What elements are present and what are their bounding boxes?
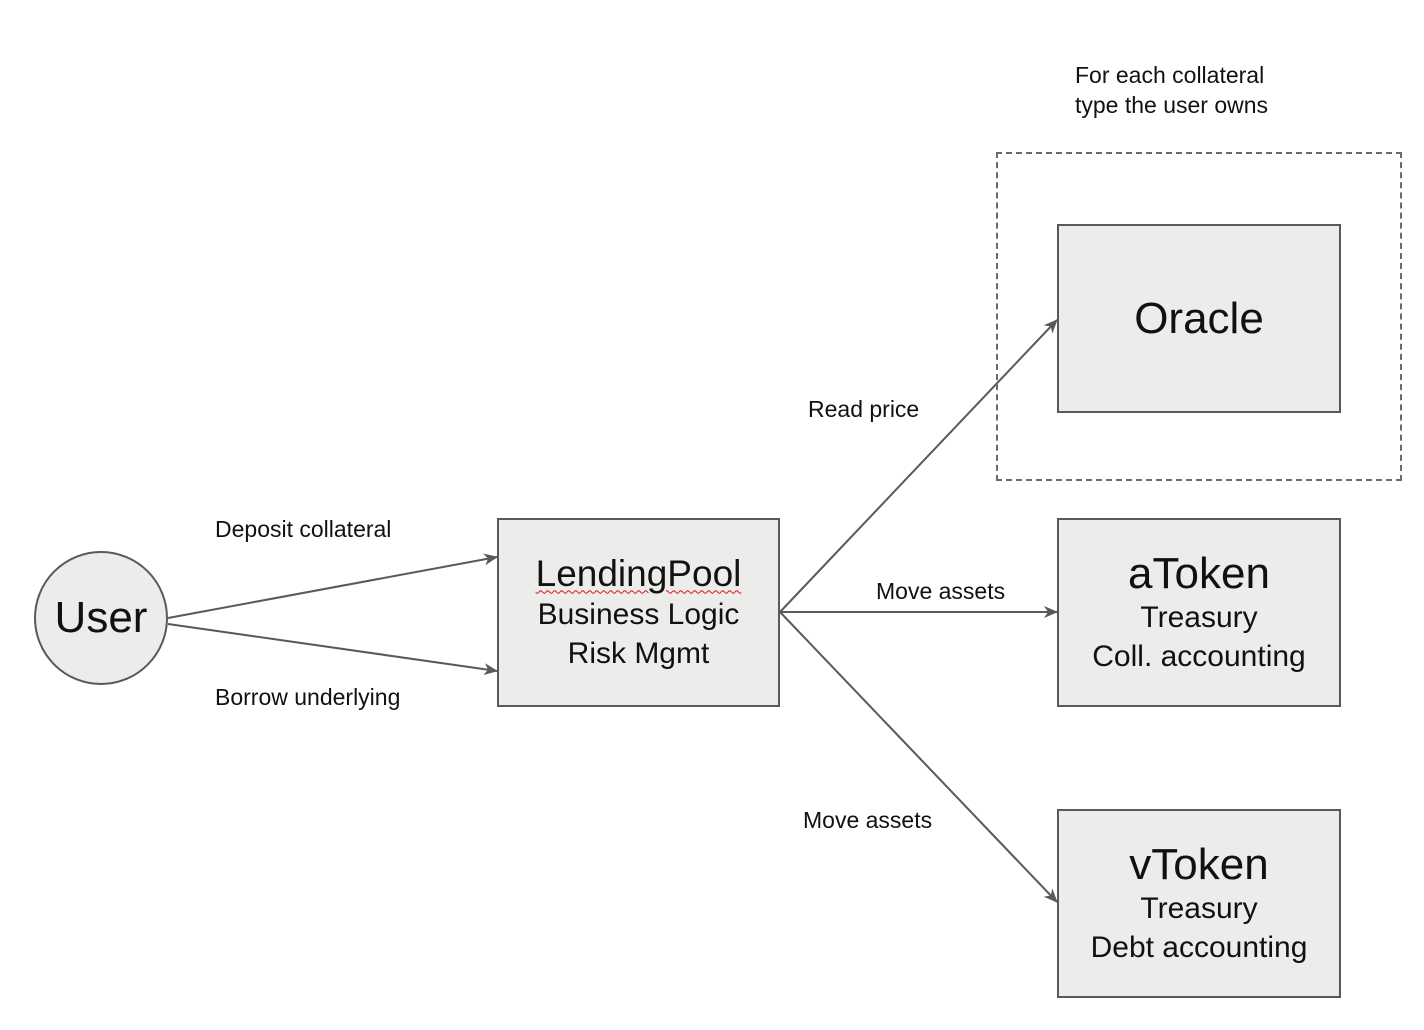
lendingpool-title: LendingPool — [535, 552, 742, 594]
group-note-line1: For each collateral — [1075, 62, 1265, 88]
atoken-node: aToken Treasury Coll. accounting — [1057, 518, 1341, 707]
vtoken-node: vToken Treasury Debt accounting — [1057, 809, 1341, 998]
edge-label-read-price: Read price — [808, 396, 920, 422]
arrow-deposit-collateral — [167, 553, 498, 619]
lendingpool-node: LendingPool Business Logic Risk Mgmt — [497, 518, 780, 707]
user-label: User — [54, 593, 148, 642]
atoken-line1: Treasury — [1140, 600, 1258, 634]
atoken-line2: Coll. accounting — [1092, 639, 1306, 673]
arrow-borrow-underlying — [167, 623, 498, 676]
user-node: User — [34, 551, 168, 685]
arrow-read-price — [779, 319, 1058, 613]
edge-label-borrow: Borrow underlying — [215, 684, 401, 710]
edge-label-move-assets-vtoken: Move assets — [803, 807, 933, 833]
group-note-line2: type the user owns — [1075, 92, 1269, 118]
lendingpool-line2: Risk Mgmt — [567, 636, 710, 670]
arrow-move-assets-vtoken — [779, 611, 1058, 903]
edge-label-deposit: Deposit collateral — [215, 516, 392, 542]
collateral-group-frame — [996, 152, 1402, 481]
lendingpool-line1: Business Logic — [537, 597, 740, 631]
vtoken-line1: Treasury — [1140, 891, 1258, 925]
oracle-title: Oracle — [1134, 293, 1264, 343]
vtoken-title: vToken — [1129, 839, 1269, 889]
atoken-title: aToken — [1128, 548, 1270, 598]
edge-label-move-assets-atoken: Move assets — [876, 578, 1006, 604]
oracle-node: Oracle — [1057, 224, 1341, 413]
vtoken-line2: Debt accounting — [1090, 930, 1308, 964]
